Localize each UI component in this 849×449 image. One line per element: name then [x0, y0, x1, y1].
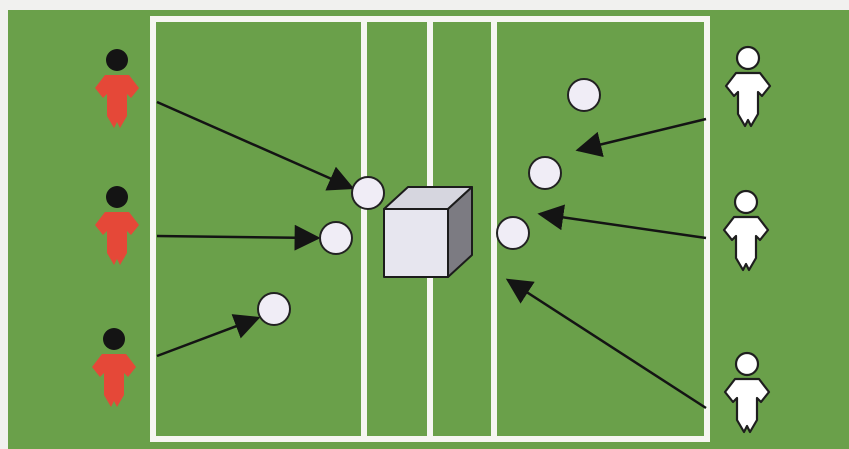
- ball: [497, 217, 529, 249]
- ball: [320, 222, 352, 254]
- ball: [258, 293, 290, 325]
- ball: [568, 79, 600, 111]
- ball: [529, 157, 561, 189]
- ball: [352, 177, 384, 209]
- cube-icon: [384, 187, 472, 277]
